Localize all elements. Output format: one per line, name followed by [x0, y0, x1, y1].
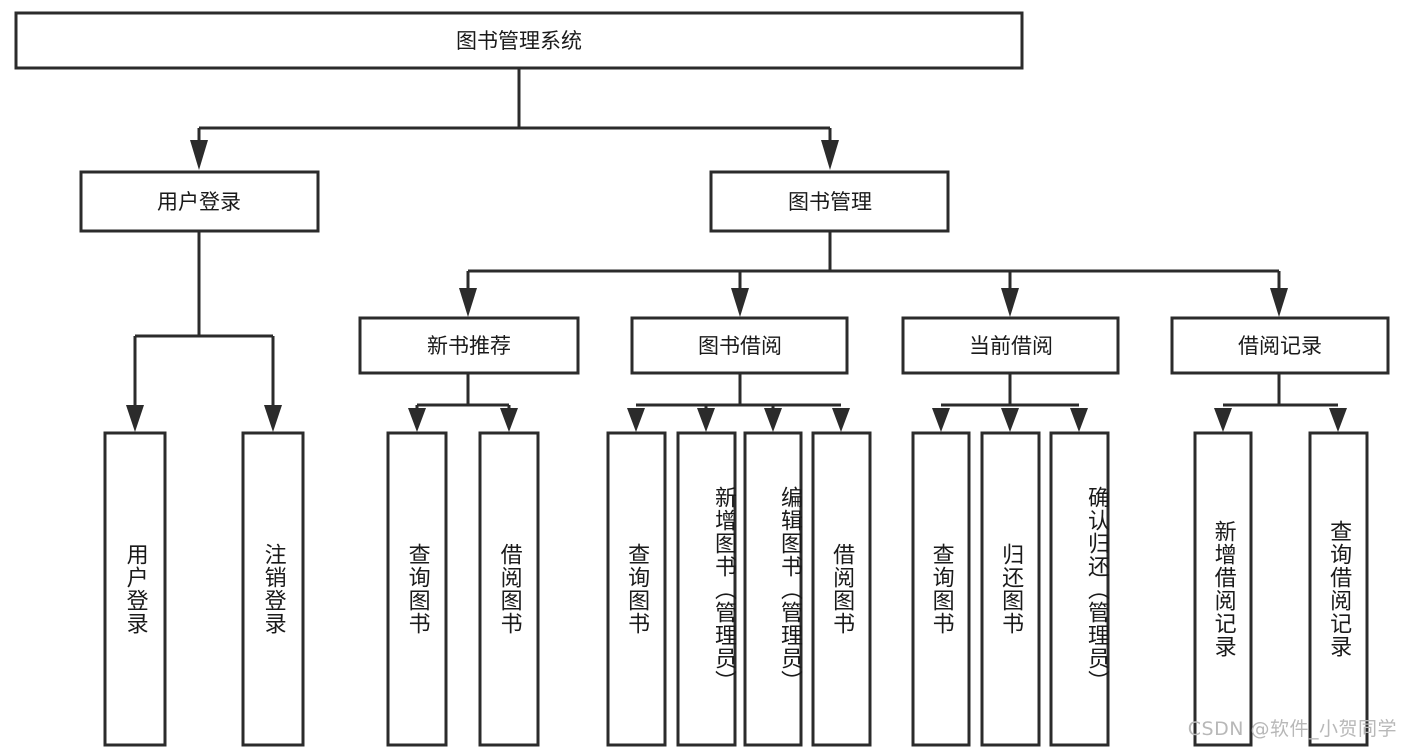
- node-book-borrow[interactable]: 图书借阅: [630, 316, 849, 375]
- arrow-head-book-manage: [821, 140, 839, 170]
- node-borrow-record[interactable]: 借阅记录: [1170, 316, 1390, 375]
- node-book-borrow-box[interactable]: [630, 316, 849, 375]
- node-root[interactable]: 图书管理系统: [14, 11, 1024, 70]
- node-new-book-recommend[interactable]: 新书推荐: [358, 316, 580, 375]
- node-root-label: 图书管理系统: [456, 29, 582, 53]
- leaf-box-borrow-book-2[interactable]: [811, 431, 872, 747]
- arrow-head-newbook-borrow: [500, 408, 518, 432]
- node-current-borrow-label: 当前借阅: [969, 334, 1053, 358]
- arrow-head-cb-query: [932, 408, 950, 432]
- node-root-box[interactable]: [14, 11, 1024, 70]
- leaf-box-query-book-3[interactable]: [911, 431, 971, 747]
- arrow-head-current-borrow: [1001, 288, 1019, 317]
- node-new-book-recommend-box[interactable]: [358, 316, 580, 375]
- node-book-borrow-label: 图书借阅: [698, 334, 782, 358]
- arrow-head-leaf-logout: [264, 405, 282, 432]
- arrow-head-bb-add: [697, 408, 715, 432]
- leaf-box-confirm-return[interactable]: [1049, 431, 1110, 747]
- node-current-borrow[interactable]: 当前借阅: [901, 316, 1120, 375]
- csdn-watermark: CSDN @软件_小贺同学: [1187, 718, 1397, 740]
- connector-layer: [126, 68, 1347, 432]
- arrow-head-book-borrow: [731, 288, 749, 317]
- arrow-head-br-add: [1214, 408, 1232, 432]
- node-book-management-label: 图书管理: [788, 190, 872, 214]
- node-user-login-box[interactable]: [79, 170, 320, 233]
- arrow-head-leaf-user-login: [126, 405, 144, 432]
- leaf-box-query-borrow-record[interactable]: [1308, 431, 1369, 747]
- arrow-head-newbook-query: [408, 408, 426, 432]
- leaf-box-query-book-1[interactable]: [386, 431, 448, 747]
- arrow-head-new-book-rec: [459, 288, 477, 317]
- node-borrow-record-box[interactable]: [1170, 316, 1390, 375]
- leaf-box-layer: [103, 431, 1369, 747]
- leaf-box-add-borrow-record[interactable]: [1193, 431, 1253, 747]
- arrow-head-cb-confirm: [1070, 408, 1088, 432]
- leaf-box-query-book-2[interactable]: [606, 431, 667, 747]
- leaf-box-return-book[interactable]: [980, 431, 1041, 747]
- node-borrow-record-label: 借阅记录: [1238, 334, 1322, 358]
- leaf-box-user-login[interactable]: [103, 431, 167, 747]
- node-book-management-box[interactable]: [709, 170, 950, 233]
- leaf-box-add-book-admin[interactable]: [676, 431, 737, 747]
- node-new-book-recommend-label: 新书推荐: [427, 334, 511, 358]
- arrow-head-cb-return: [1001, 408, 1019, 432]
- node-user-login-label: 用户登录: [157, 190, 241, 214]
- arrow-head-br-query: [1329, 408, 1347, 432]
- arrow-head-bb-borrow: [832, 408, 850, 432]
- node-book-management[interactable]: 图书管理: [709, 170, 950, 233]
- node-current-borrow-box[interactable]: [901, 316, 1120, 375]
- leaf-box-logout-login[interactable]: [241, 431, 305, 747]
- arrow-head-bb-edit: [764, 408, 782, 432]
- node-user-login[interactable]: 用户登录: [79, 170, 320, 233]
- arrow-head-user-login: [190, 140, 208, 170]
- arrow-head-borrow-record: [1270, 288, 1288, 317]
- leaf-box-edit-book-admin[interactable]: [743, 431, 803, 747]
- arrow-head-bb-query: [627, 408, 645, 432]
- leaf-box-borrow-book-1[interactable]: [478, 431, 540, 747]
